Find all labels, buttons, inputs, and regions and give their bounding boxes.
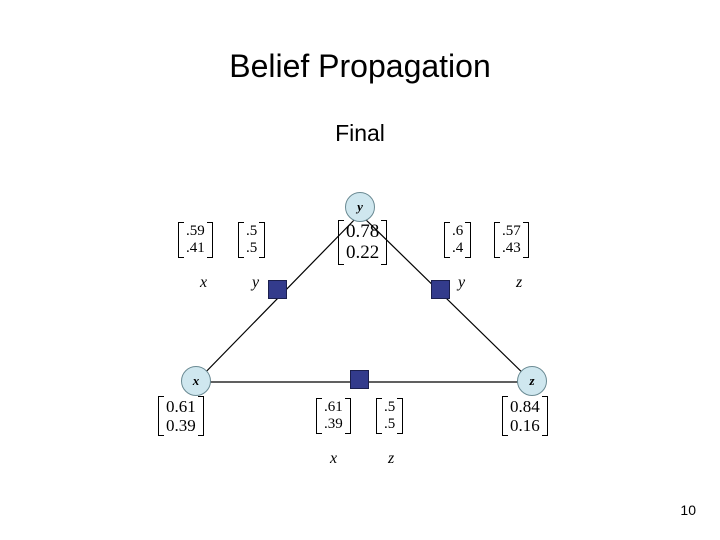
vector-yz-left: .6 .4 [444, 222, 472, 258]
bracket-left [338, 220, 344, 265]
factor-graph: y x z .59 .41 x .5 .5 y [0, 170, 720, 490]
bracket-right [397, 398, 404, 434]
vector-values: .59 .41 [184, 222, 207, 258]
vector-values: .5 .5 [244, 222, 259, 258]
vector-row-0: .57 [502, 223, 521, 239]
vector-yz-right-subscript: z [516, 274, 523, 291]
slide-subtitle: Final [335, 120, 385, 146]
vector-row-0: 0.61 [166, 397, 196, 416]
node-y-label: y [357, 199, 363, 214]
factor-node-yz[interactable] [431, 280, 450, 299]
vector-row-0: 0.78 [346, 221, 380, 242]
vector-values: .57 .43 [500, 222, 523, 258]
bracket-left [376, 398, 382, 434]
node-x-label: x [192, 373, 200, 388]
vector-x-belief: 0.61 0.39 [158, 396, 204, 437]
bracket-right [197, 396, 204, 437]
bracket-left [444, 222, 450, 258]
bracket-right [206, 222, 213, 258]
vector-row-1: 0.16 [510, 416, 540, 436]
vector-xz-right: .5 .5 [376, 398, 404, 434]
vector-xy-right: .5 .5 [238, 222, 266, 258]
vector-values: 0.61 0.39 [164, 396, 198, 436]
vector-xz-left-subscript: x [330, 450, 338, 467]
bracket-right [259, 222, 266, 258]
vector-y-belief: 0.78 0.22 [338, 220, 388, 265]
node-z-label: z [529, 373, 535, 388]
vector-z-belief: 0.84 0.16 [502, 396, 548, 437]
vector-row-0: .5 [246, 223, 258, 239]
bracket-left [316, 398, 322, 434]
vector-row-1: .5 [246, 239, 258, 256]
vector-row-1: .5 [384, 415, 396, 432]
vector-row-1: .43 [502, 239, 521, 256]
vector-row-1: .41 [186, 239, 205, 256]
node-y[interactable]: y [345, 192, 375, 222]
vector-values: 0.84 0.16 [508, 396, 542, 436]
vector-row-1: .4 [452, 239, 464, 256]
bracket-right [522, 222, 529, 258]
vector-xz-right-subscript: z [388, 450, 395, 467]
bracket-right [381, 220, 388, 265]
vector-xy-left: .59 .41 [178, 222, 213, 258]
bracket-left [238, 222, 244, 258]
bracket-left [178, 222, 184, 258]
vector-yz-right: .57 .43 [494, 222, 529, 258]
vector-row-1: .39 [324, 415, 343, 432]
vector-row-0: .5 [384, 399, 396, 415]
vector-values: 0.78 0.22 [344, 220, 381, 265]
bracket-left [158, 396, 164, 437]
vector-row-0: .6 [452, 223, 464, 239]
bracket-left [494, 222, 500, 258]
node-x[interactable]: x [181, 366, 211, 396]
bracket-right [465, 222, 472, 258]
node-z[interactable]: z [517, 366, 547, 396]
vector-values: .5 .5 [382, 398, 397, 434]
bracket-right [344, 398, 351, 434]
bracket-right [541, 396, 548, 437]
vector-values: .61 .39 [322, 398, 345, 434]
factor-node-xz[interactable] [350, 370, 369, 389]
factor-node-xy[interactable] [268, 280, 287, 299]
vector-xy-right-subscript: y [252, 274, 260, 291]
vector-yz-left-subscript: y [458, 274, 466, 291]
vector-row-0: .61 [324, 399, 343, 415]
bracket-left [502, 396, 508, 437]
page-number: 10 [680, 502, 696, 518]
vector-row-0: 0.84 [510, 397, 540, 416]
vector-values: .6 .4 [450, 222, 465, 258]
vector-xz-left: .61 .39 [316, 398, 351, 434]
page-title: Belief Propagation [229, 48, 491, 84]
vector-row-1: 0.22 [346, 242, 380, 264]
vector-row-1: 0.39 [166, 416, 196, 436]
vector-row-0: .59 [186, 223, 205, 239]
vector-xy-left-subscript: x [200, 274, 208, 291]
